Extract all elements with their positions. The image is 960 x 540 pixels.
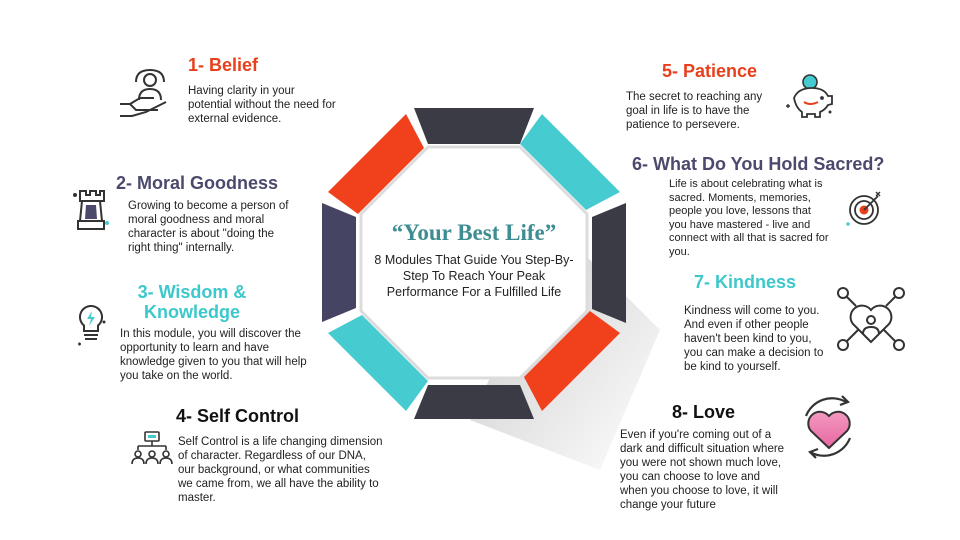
target-icon [846,191,881,226]
segment-top [414,108,534,144]
center-title: “Your Best Life” [391,220,557,245]
heart-network-icon [837,287,905,351]
module-5-title: 5- Patience [662,61,758,81]
module-5-text: The secret to reaching any goal in life … [626,91,763,131]
segment-left [322,203,356,322]
module-3-text: In this module, you will discover the op… [120,328,307,382]
segment-right [592,203,626,323]
module-3-title: 3- Wisdom & Knowledge [137,282,247,322]
module-2-title: 2- Moral Goodness [116,173,279,193]
people-network-icon [131,431,173,465]
segment-bottom-right [524,311,620,411]
hand-person-icon [120,68,167,117]
segment-bottom [414,385,534,419]
segment-top-right [520,114,620,210]
center-panel: “Your Best Life” 8 Modules That Guide Yo… [368,220,580,300]
module-1-title: 1- Belief [188,55,259,75]
center-octagon [359,145,589,380]
module-6-text: Life is about celebrating what is sacred… [669,178,829,258]
chess-rook-icon [73,190,109,230]
center-subtitle: 8 Modules That Guide You Step-By-Step To… [374,253,574,299]
module-2-text: Growing to become a person of moral good… [128,200,289,254]
module-4-text: Self Control is a life changing dimensio… [178,436,383,504]
module-8-title: 8- Love [672,402,736,422]
module-6-title: 6- What Do You Hold Sacred? [632,154,885,174]
module-7-text: Kindness will come to you. And even if o… [684,305,824,373]
segment-top-left [328,114,424,214]
segment-bottom-left [328,315,428,411]
lightbulb-icon [78,304,106,346]
module-1-text: Having clarity in your potential without… [188,85,336,125]
heart-cycle-icon [804,395,852,459]
piggy-bank-icon [786,74,833,118]
module-8-text: Even if you're coming out of a dark and … [620,429,785,511]
module-7-title: 7- Kindness [694,272,797,292]
module-4-title: 4- Self Control [176,406,300,426]
